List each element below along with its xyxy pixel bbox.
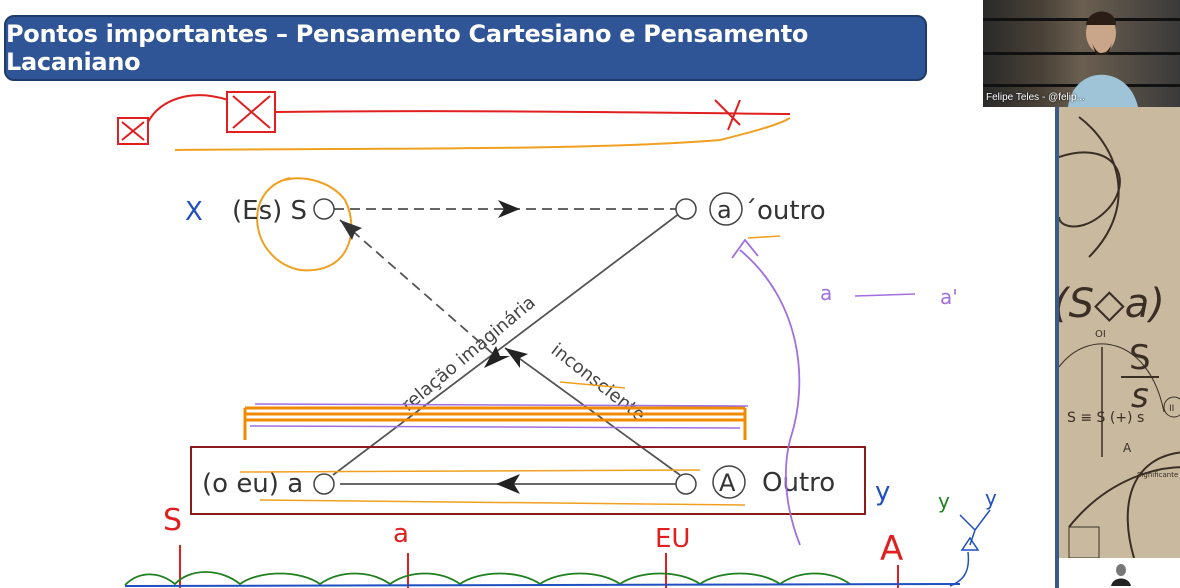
arrow-right-icon [498,200,520,218]
webcam-video-tile[interactable]: Felipe Teles - @felip... [983,0,1180,107]
green-wave [124,571,851,586]
presenter-thumbnail-area [1055,558,1180,588]
slide-title: Pontos importantes – Pensamento Cartesia… [6,20,809,76]
orange-circle [256,177,353,272]
purple-a-prime: a' [940,285,958,309]
sidebar-fraction-bottom: s [1131,376,1149,416]
bookshelf [983,52,1180,55]
green-y: y [938,489,950,513]
schema-l-diagram: X (Es) S a ´outro (o eu) a A Outro relaç… [117,91,997,588]
sidebar-oi: OI [1095,329,1106,340]
blue-x-mark: X [185,197,203,227]
sidebar-significante: Significante [1137,471,1178,479]
sidebar-fraction-top: S [1129,338,1151,378]
lacan-portrait-icon [1111,564,1131,586]
bottom-box [190,446,866,515]
red-ticks [179,545,899,588]
blue-y-1: y [875,477,890,507]
sidebar-formula: (S◇a) [1059,281,1165,327]
bookshelf [983,18,1180,21]
arrow-left-icon [496,474,520,494]
circle-A [712,465,746,499]
node-a [313,473,335,495]
purple-a-small: a [820,281,832,305]
label-outro-lower: ´outro [744,196,826,226]
red-A: A [880,529,903,569]
label-A-circle: A [719,469,736,497]
purple-arc [739,249,801,546]
label-Outro: Outro [762,468,835,498]
diagonal-a-to-outro [332,212,681,476]
red-annotation [117,91,791,145]
arrow-up-left-icon-2 [505,348,528,368]
dashed-diagonal [339,219,501,361]
label-o-eu-a: (o eu) a [202,469,303,499]
red-S: S [163,503,182,538]
blue-scribble [949,509,991,587]
participant-video [1068,11,1138,107]
sidebar-a-box: A [1123,441,1132,455]
slide-title-bar: Pontos importantes – Pensamento Cartesia… [4,15,927,81]
blue-baseline [124,583,961,587]
orange-underline [174,117,791,151]
sidebar-equation: S ≡ S (+) s [1067,410,1144,426]
participant-name: Felipe Teles - @felip... [986,92,1085,103]
lacan-graph-illustration: (S◇a) OI S s II S ≡ S (+) s A Significan… [1059,116,1180,558]
red-EU: EU [655,524,690,554]
red-a: a [393,519,409,549]
slide-side-decoration: (S◇a) OI S s II S ≡ S (+) s A Significan… [1055,107,1180,558]
arrow-up-left-icon [340,220,362,240]
label-es-s: (Es) S [232,196,307,226]
node-s [313,198,335,220]
purple-arrowhead [731,238,759,259]
label-a-circle: a [717,196,732,224]
circle-a [709,192,743,226]
node-A [675,473,697,495]
diagonal-A-to-S [504,347,681,476]
highlight-scribble [239,235,781,506]
arrow-down-left-icon [484,346,510,368]
blue-y-2: y [985,486,997,510]
sidebar-ii: II [1169,404,1174,414]
node-outro [675,198,697,220]
purple-dash [854,293,916,297]
